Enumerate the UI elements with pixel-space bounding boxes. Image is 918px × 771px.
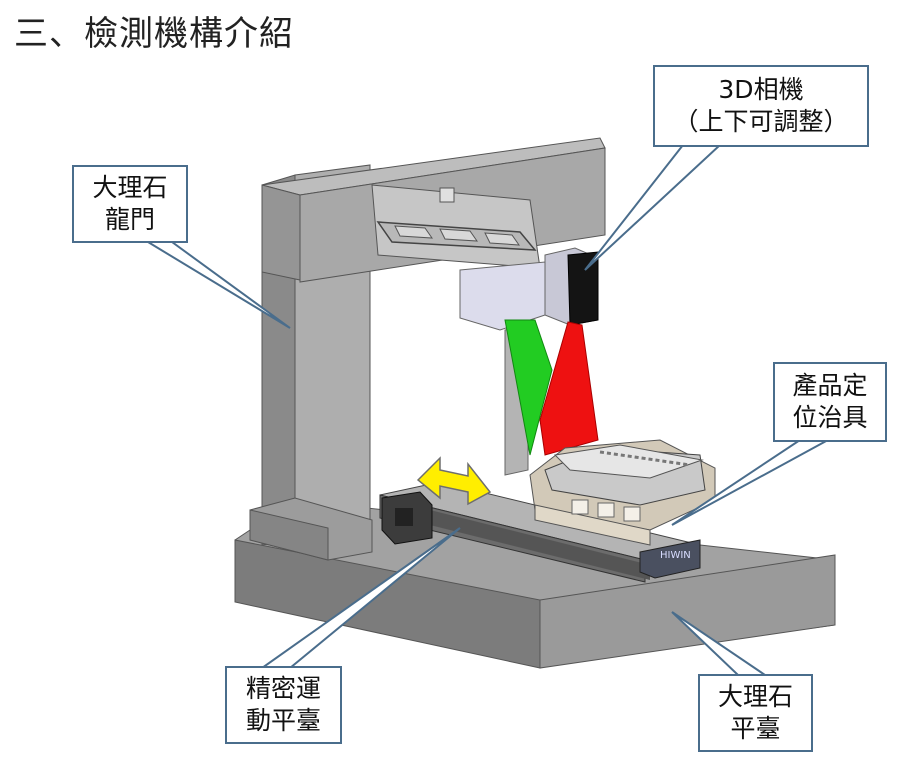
svg-text:HIWIN: HIWIN	[660, 550, 691, 561]
camera-mount	[371, 184, 541, 269]
callout-leaders	[144, 144, 829, 676]
callout-product-fixture: 產品定 位治具	[773, 362, 887, 442]
product-positioning-fixture	[529, 439, 716, 546]
callout-precision-motion-stage: 精密運 動平臺	[225, 666, 342, 744]
callout-3d-camera: 3D相機 （上下可調整）	[653, 65, 869, 147]
callout-marble-base: 大理石 平臺	[698, 674, 813, 752]
laser-red-fan	[539, 321, 599, 456]
callout-marble-gantry: 大理石 龍門	[72, 165, 188, 243]
travel-direction-arrow	[416, 456, 492, 506]
laser-green-fan	[504, 319, 553, 456]
page-title: 三、檢測機構介紹	[14, 14, 294, 54]
